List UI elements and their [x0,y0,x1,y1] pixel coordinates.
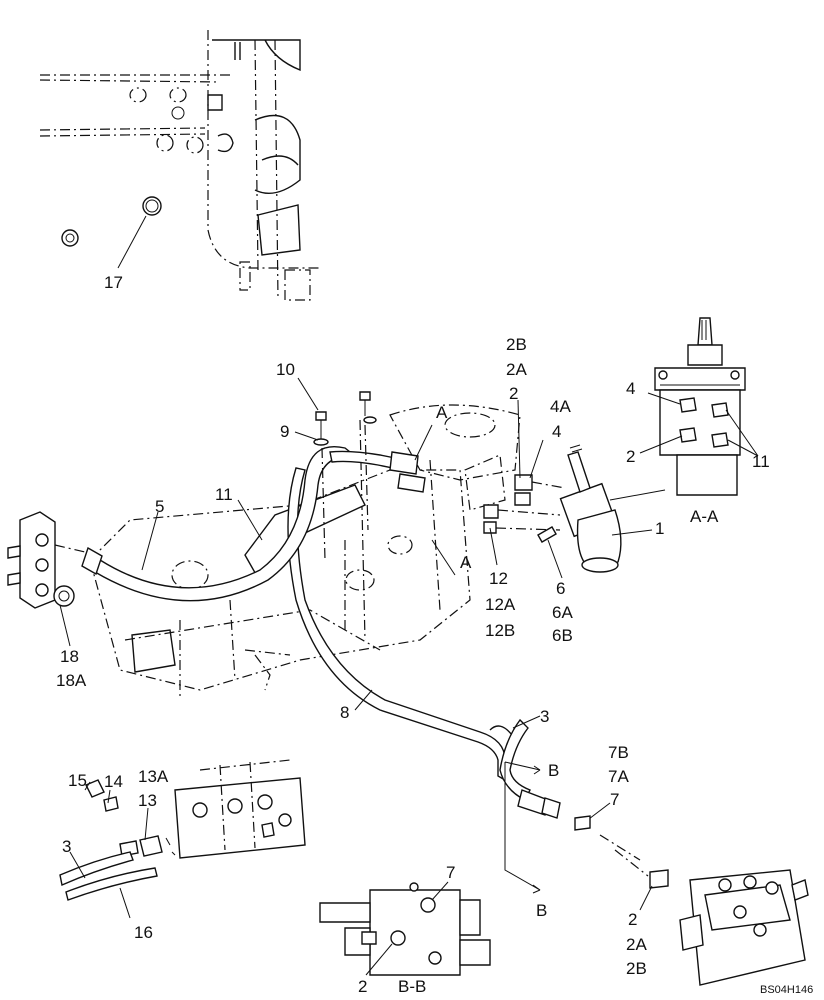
label-3-left: 3 [62,837,71,856]
main-frame [89,404,521,700]
label-2A-bottom-right: 2A [626,935,647,954]
label-4-mid: 4 [552,422,561,441]
label-8: 8 [340,703,349,722]
label-4A: 4A [550,397,571,416]
label-1: 1 [655,519,664,538]
label-15: 15 [68,771,87,790]
label-13: 13 [138,791,157,810]
section-marker-A-top [414,424,433,461]
label-13A: 13A [138,767,169,786]
label-7A: 7A [608,767,629,786]
label-12: 12 [489,569,508,588]
frame-detail-top [39,30,320,301]
valve-bank-right [574,815,809,986]
label-B-B: B-B [398,977,426,996]
label-2-top: 2 [509,384,518,403]
label-5: 5 [155,497,164,516]
label-11-inset: 11 [752,452,770,471]
label-14: 14 [104,772,123,791]
label-6B: 6B [552,626,573,645]
label-3-mid: 3 [540,707,549,726]
label-17: 17 [104,273,123,292]
label-10: 10 [276,360,295,379]
label-2-inset: 2 [626,447,635,466]
label-B-top: B [548,761,559,780]
label-7-bb: 7 [446,863,455,882]
label-11-left: 11 [215,485,233,504]
label-2B-top: 2B [506,335,527,354]
nut [61,229,79,247]
label-6A: 6A [552,603,573,622]
label-2A-top: 2A [506,360,527,379]
hose-3 [499,718,531,801]
label-12A: 12A [485,595,516,614]
leader-lines-main [59,377,653,823]
label-6: 6 [556,579,565,598]
label-A-top: A [436,403,448,422]
fittings-cluster [483,474,566,534]
reference-code: BS04H146 [760,984,813,996]
label-4-inset: 4 [626,379,635,398]
tube-upper [329,450,396,469]
hose-8 [287,467,506,782]
bolt-upper-right [359,391,377,531]
label-2B-bottom-right: 2B [626,959,647,978]
bolt-10 [313,411,329,561]
label-2-bb: 2 [358,977,367,996]
inset-A-A [639,317,759,496]
valve-bank-left [59,759,306,919]
fitting-6 [537,526,557,543]
label-B-bottom: B [536,901,547,920]
section-marker-B [504,761,541,891]
label-7B: 7B [608,743,629,762]
label-18A: 18A [56,671,87,690]
detail-B-B [319,881,491,976]
fitting-3-end [517,789,549,816]
label-12B: 12B [485,621,515,640]
label-A-A: A-A [690,507,719,526]
label-18: 18 [60,647,79,666]
section-marker-A-bot [431,539,456,576]
nut-18 [53,585,75,607]
manifold-block-18 [7,511,86,609]
label-9: 9 [280,422,289,441]
steering-valve-1 [559,444,666,573]
label-7-right: 7 [610,790,619,809]
label-16: 16 [134,923,153,942]
label-2-bottom-right: 2 [628,910,637,929]
label-A-bottom: A [460,553,472,572]
